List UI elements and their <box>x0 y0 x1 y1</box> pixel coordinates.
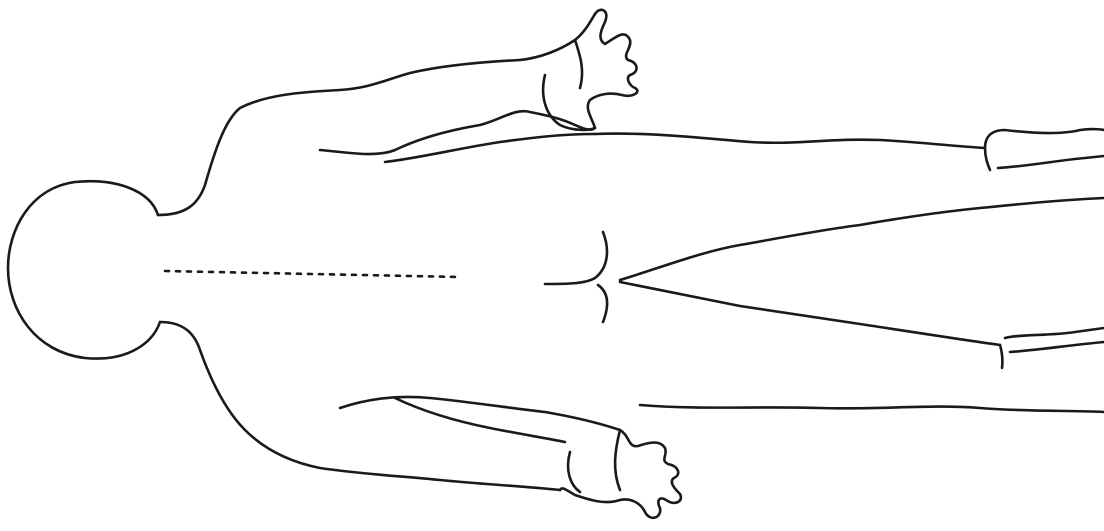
foot-bottom-outline <box>1000 328 1104 368</box>
buttock-crease-bottom <box>598 285 607 322</box>
leg-top-lower-edge <box>620 198 1104 280</box>
hand-top-outline <box>320 10 637 154</box>
spine-dotted-line <box>165 271 460 277</box>
leg-bottom-upper-edge <box>620 282 1000 345</box>
head-outline <box>8 181 160 358</box>
hand-bottom-fingers <box>568 430 620 492</box>
hand-bottom-outline <box>340 397 681 518</box>
shoulder-upper-arm-top <box>158 60 520 215</box>
buttock-crease-top <box>545 232 607 284</box>
inner-arm-top <box>385 134 595 162</box>
leg-bottom-lower-edge <box>640 405 1104 412</box>
leg-top-upper-edge <box>595 134 985 148</box>
foot-top-outline <box>985 129 1104 170</box>
